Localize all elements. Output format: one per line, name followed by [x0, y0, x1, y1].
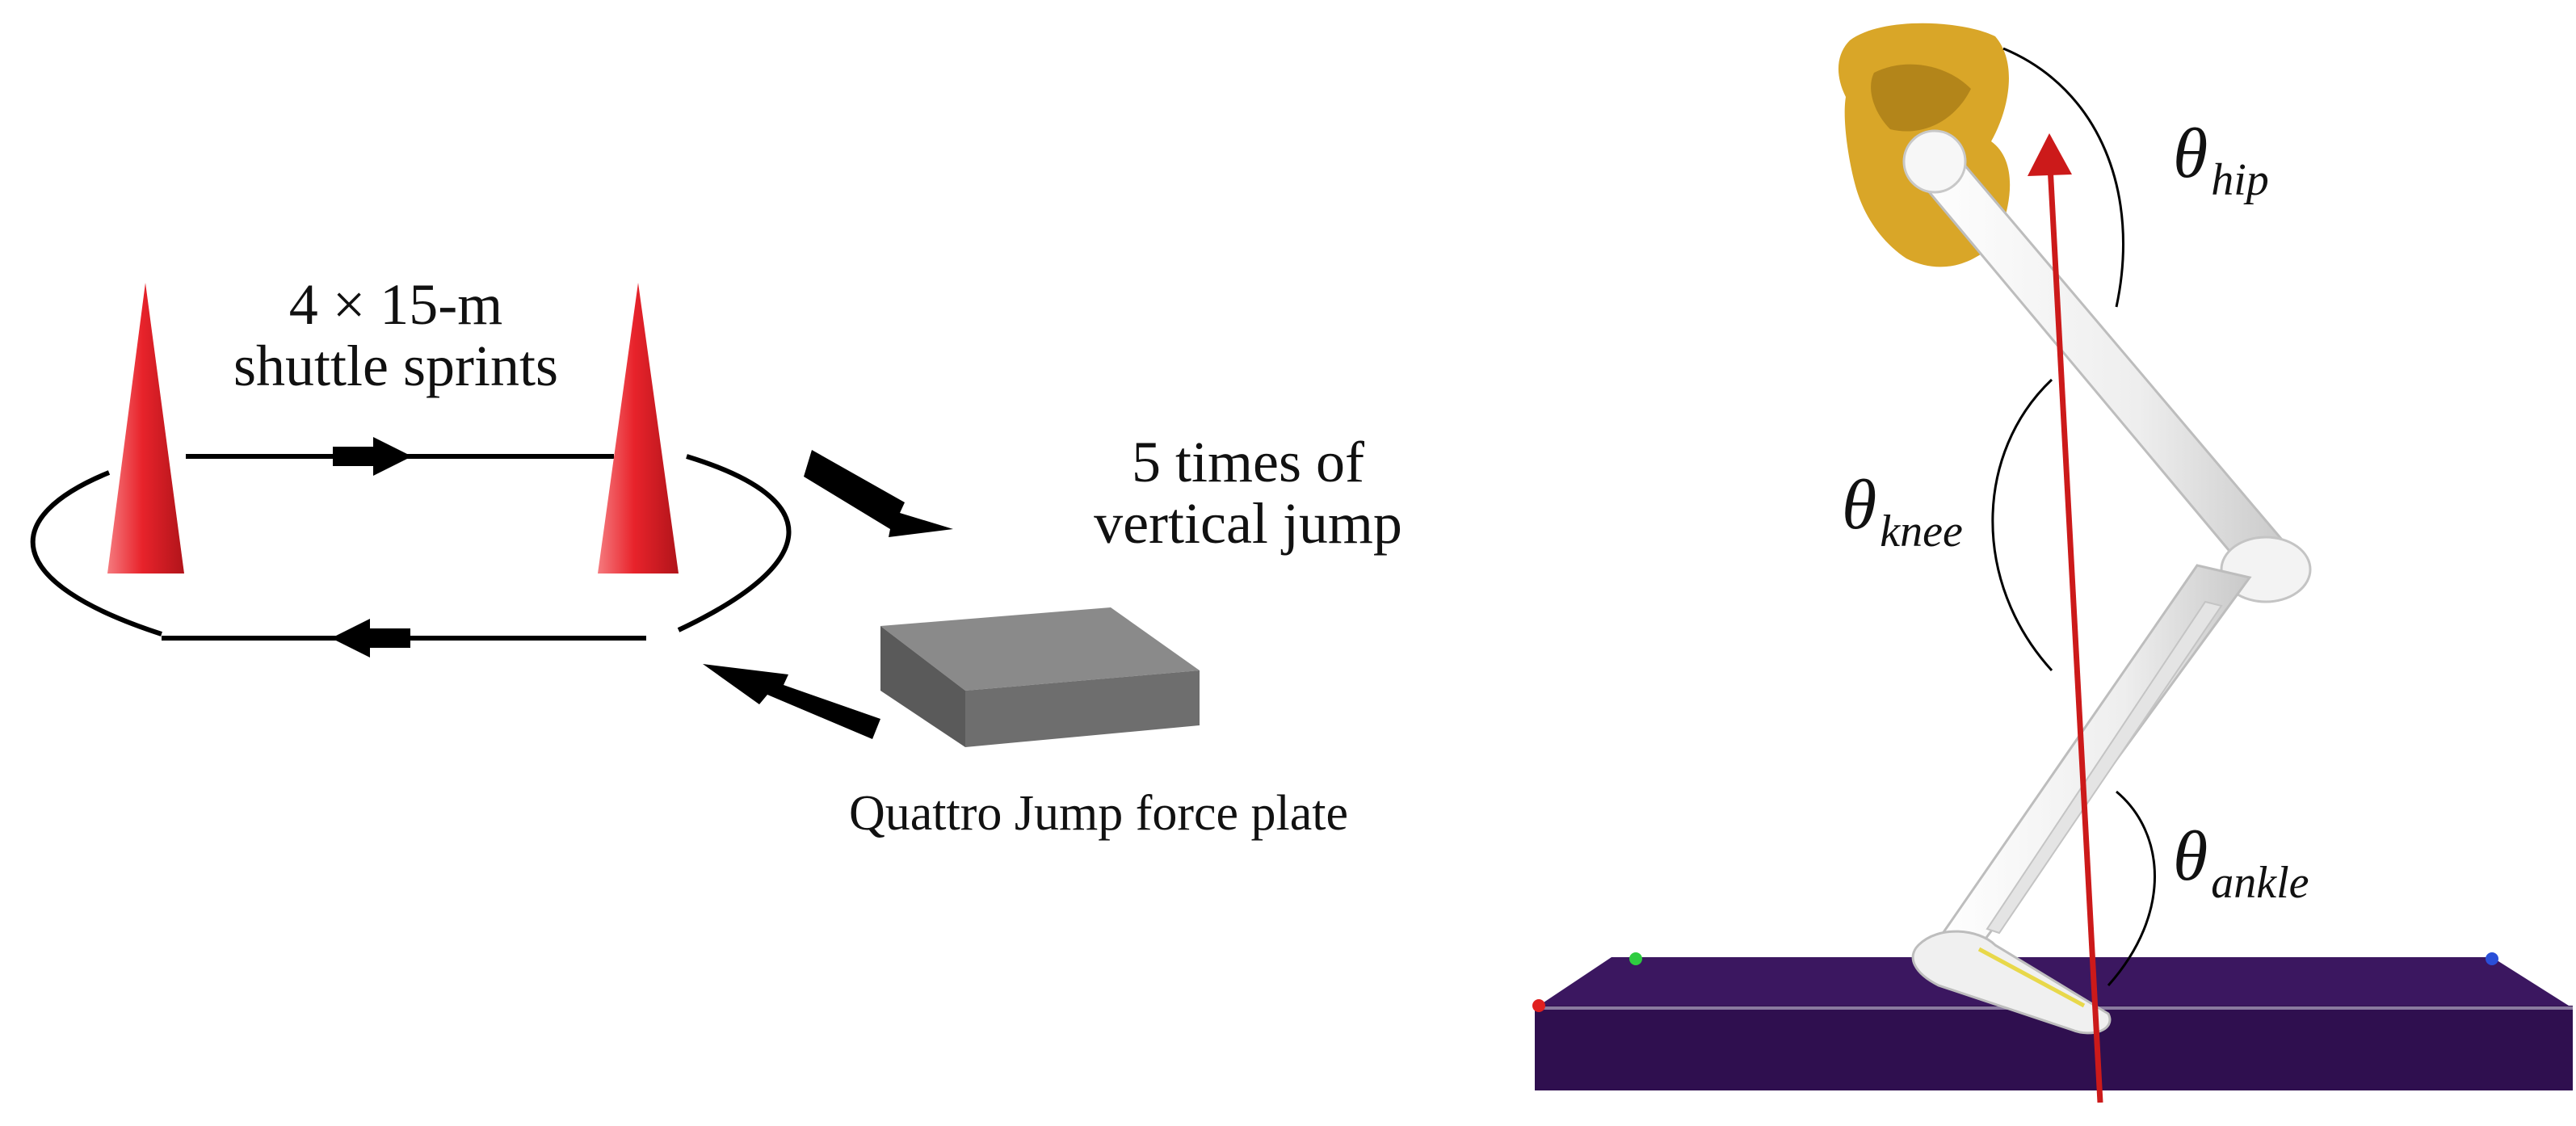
jump-label-line-2: vertical jump [1094, 490, 1402, 556]
knee-angle-arc [1991, 378, 2053, 672]
knee-angle-subscript: knee [1880, 506, 1963, 557]
direction-arrow-right [333, 437, 412, 476]
ankle-angle-arc [2107, 790, 2156, 986]
sprint-label-line-2: shuttle sprints [233, 333, 558, 398]
ankle-angle-symbol: θ [2173, 817, 2208, 896]
transition-arrow-to-jump [804, 450, 953, 537]
jump-label: 5 times of vertical jump [1042, 430, 1454, 556]
jump-label-line-1: 5 times of [1132, 430, 1364, 494]
sprint-label-line-1: 4 × 15-m [288, 272, 503, 337]
hip-angle-symbol: θ [2173, 115, 2208, 193]
ankle-angle-subscript: ankle [2211, 858, 2309, 908]
sprint-label: 4 × 15-m shuttle sprints [186, 272, 606, 398]
force-plate [880, 607, 1200, 747]
hip-angle-label: θhip [2173, 113, 2269, 205]
knee-angle-symbol: θ [1842, 466, 1877, 544]
force-plate-label: Quattro Jump force plate [848, 786, 1349, 841]
cone-right [598, 283, 679, 574]
ground-reaction-vector [2047, 165, 2103, 1103]
transition-arrow-to-sprint [703, 664, 880, 739]
cone-left [107, 283, 184, 574]
direction-arrow-left [331, 619, 410, 658]
ankle-angle-label: θankle [2173, 816, 2309, 908]
hip-angle-arc [2002, 47, 2125, 308]
hip-angle-subscript: hip [2211, 155, 2269, 205]
ground-reaction-vector-head [2028, 133, 2072, 176]
foot [1911, 930, 2112, 1035]
knee-angle-label: θknee [1842, 464, 1963, 557]
